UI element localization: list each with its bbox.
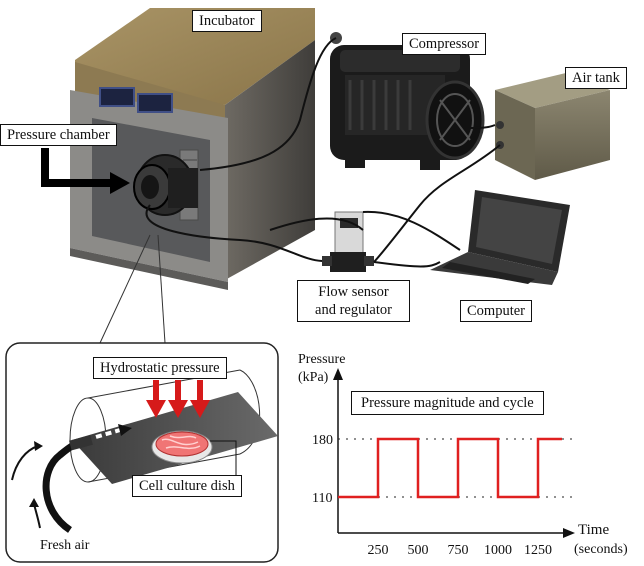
chart-tick-labels: 180 110 250 500 750 1000 1250 (312, 433, 552, 558)
hydrostatic-pressure-label: Hydrostatic pressure (93, 357, 227, 379)
pressure-arrows (146, 380, 210, 418)
flow-sensor-label: Flow sensor and regulator (297, 280, 410, 322)
chart-xunit: (seconds) (574, 542, 628, 557)
flow-sensor-label-line1: Flow sensor (318, 284, 389, 300)
x-tick-label: 1250 (524, 543, 552, 558)
dish-callout-line (210, 440, 237, 476)
tubing (145, 37, 501, 268)
flow-sensor-label-line2: and regulator (315, 302, 392, 318)
chart-ylabel-line2: (kPa) (298, 370, 329, 385)
pressure-series-line (338, 437, 562, 499)
pressure-chamber-arrow (41, 148, 112, 187)
x-tick-label: 250 (368, 543, 389, 558)
incubator-label: Incubator (192, 10, 262, 32)
air-tank-illustration (495, 72, 610, 180)
chart-axes (333, 368, 575, 538)
zoom-line-right (157, 234, 166, 344)
x-tick-label: 750 (448, 543, 469, 558)
y-tick-label: 110 (312, 491, 332, 506)
pressure-chamber-label: Pressure chamber (0, 124, 117, 146)
x-tick-label: 1000 (484, 543, 512, 558)
compressor-illustration (330, 32, 485, 170)
air-inlet-tube (42, 424, 132, 533)
laptop-illustration (430, 190, 570, 285)
cell-culture-dish-label: Cell culture dish (132, 475, 242, 497)
chart-ylabel-line1: Pressure (298, 352, 346, 367)
chart-reference-lines (338, 438, 575, 498)
y-tick-label: 180 (312, 433, 333, 448)
x-tick-label: 500 (408, 543, 429, 558)
chart-series (338, 437, 562, 499)
chart-xlabel: Time (578, 522, 610, 538)
computer-label: Computer (460, 300, 532, 322)
compressor-label: Compressor (402, 33, 487, 55)
fresh-air-label: Fresh air (40, 538, 90, 553)
chart-title: Pressure magnitude and cycle (351, 391, 544, 415)
incubator-illustration (70, 8, 315, 290)
cell-culture-dish-illustration (151, 430, 213, 464)
air-tank-label: Air tank (565, 67, 627, 89)
zoom-line-left (99, 234, 151, 344)
